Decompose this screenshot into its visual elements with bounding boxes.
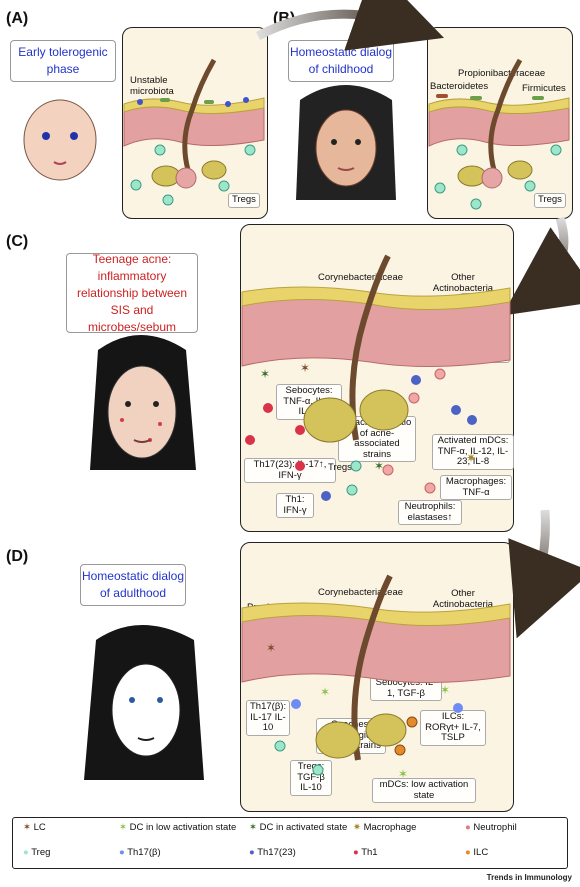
panel-b-tregs-label: Tregs: [534, 193, 566, 208]
th1-label-c: Th1: IFN-γ: [276, 493, 314, 518]
legend-item-neutrophil: ● Neutrophil: [465, 822, 517, 833]
macrophage-icon: ✷: [353, 822, 361, 833]
panel-d-title: Homeostatic dialog of adulthood: [80, 564, 186, 606]
dc-low-icon: ✶: [119, 822, 127, 833]
sebum-label-d: Sebum: [470, 611, 509, 626]
propioni-label-b: Propionibacteraceae: [458, 68, 546, 79]
dc-activated-icon: ✶: [249, 822, 257, 833]
arrow-b-c: [502, 216, 580, 316]
th1-icon: ●: [353, 847, 359, 858]
tregs-label-d: Tregs: TGF-β IL-10: [290, 760, 332, 796]
baby-face-art: [23, 99, 97, 181]
teen-face-art: [90, 335, 196, 470]
propioni-label-d: Propionibacteraceae: [247, 602, 335, 613]
th17-label-c: Th17(23): IL-17↑, IFN-γ: [244, 458, 336, 483]
tregs-label-c: Tregs: [328, 462, 352, 473]
legend-item-th17-23: ● Th17(23): [249, 847, 296, 858]
child-face-art: [296, 85, 396, 200]
neutrophil-icon: ●: [465, 822, 471, 833]
lcs-label-c: LCs: [276, 339, 293, 350]
ilc-icon: ●: [465, 847, 471, 858]
coryne-label-d: Corynebacteriaceae: [318, 587, 404, 598]
neutrophils-label-c: Neutrophils: elastases↑: [398, 500, 462, 525]
legend-item-ilc: ● ILC: [465, 847, 489, 858]
sebocytes-label-d: Sebocytes: IL-1, TGF-β: [370, 676, 442, 701]
lcs-label-d: LCs: [286, 648, 303, 659]
propioni-label-c: Propionibacteraceae: [247, 290, 335, 301]
firmicutes-label: Firmicutes: [522, 83, 566, 94]
ilcs-label-d: ILCs: RORγt+ IL-7, TSLP: [420, 710, 486, 746]
th17-label-d: Th17(β): IL-17 IL-10: [246, 700, 290, 736]
coryne-label-c: Corynebacteriaceae: [318, 272, 404, 283]
legend-item-lc: ✶ LC: [23, 822, 46, 833]
sebocytes-label-c: Sebocytes: TNF-α, IL-8, IL-1↑: [276, 384, 342, 420]
legend: ✶ LC ✶ DC in low activation state ✶ DC i…: [12, 817, 568, 869]
cacnes-label-d: C. acnes: physiological ratio of strains: [316, 718, 386, 754]
panel-a-skin: [122, 27, 268, 219]
lc-icon: ✶: [23, 822, 31, 833]
panel-d-label: (D): [6, 548, 29, 565]
panel-a-title: Early tolerogenic phase: [10, 40, 116, 82]
bacteroidetes-label: Bacteroidetes: [430, 81, 489, 92]
keratinocytes-label-d: Keratinocytes: IL-1, Complement AMPs, TS…: [416, 630, 510, 666]
panel-a-label: (A): [6, 10, 29, 27]
legend-item-th17b: ● Th17(β): [119, 847, 161, 858]
cacnes-label-c: C. acnes: ↑ ratio of acne-associated str…: [338, 416, 416, 462]
panel-b-label: (B): [273, 10, 296, 27]
legend-item-dc-activated: ✶ DC in activated state: [249, 822, 348, 833]
th17-23-icon: ●: [249, 847, 255, 858]
microbiota-label: Unstable microbiota: [130, 75, 174, 97]
legend-item-treg: ● Treg: [23, 847, 51, 858]
journal-footer: Trends in Immunology: [486, 873, 572, 882]
adult-face-art: [84, 625, 204, 780]
macrophages-label-c: Macrophages: TNF-α: [440, 475, 512, 500]
panel-c-title: Teenage acne: inflammatory relationship …: [66, 252, 198, 334]
panel-c-label: (C): [6, 233, 29, 250]
arrow-c-d: [508, 509, 580, 639]
legend-item-th1: ● Th1: [353, 847, 378, 858]
sebum-label-c: Sebum ↑: [460, 293, 506, 308]
keratinocytes-label-c: Keratinocytes: TNF-α, IL-6, IL-8, IL-1↑ …: [412, 317, 510, 363]
mdcs-label-d: mDCs: low activation state: [372, 778, 476, 803]
actino-label-c: Other Actinobacteria: [432, 272, 494, 294]
th17b-icon: ●: [119, 847, 125, 858]
panel-b-skin: [427, 27, 573, 219]
mdcs-label-c: Activated mDCs: TNF-α, IL-12, IL-23, IL-…: [432, 434, 514, 470]
treg-icon: ●: [23, 847, 29, 858]
actino-label-d: Other Actinobacteria: [432, 588, 494, 610]
panel-b-title: Homeostatic dialog of childhood: [288, 40, 394, 82]
legend-item-macrophage: ✷ Macrophage: [353, 822, 417, 833]
panel-a-tregs-label: Tregs: [228, 193, 260, 208]
legend-item-dc-low: ✶ DC in low activation state: [119, 822, 237, 833]
